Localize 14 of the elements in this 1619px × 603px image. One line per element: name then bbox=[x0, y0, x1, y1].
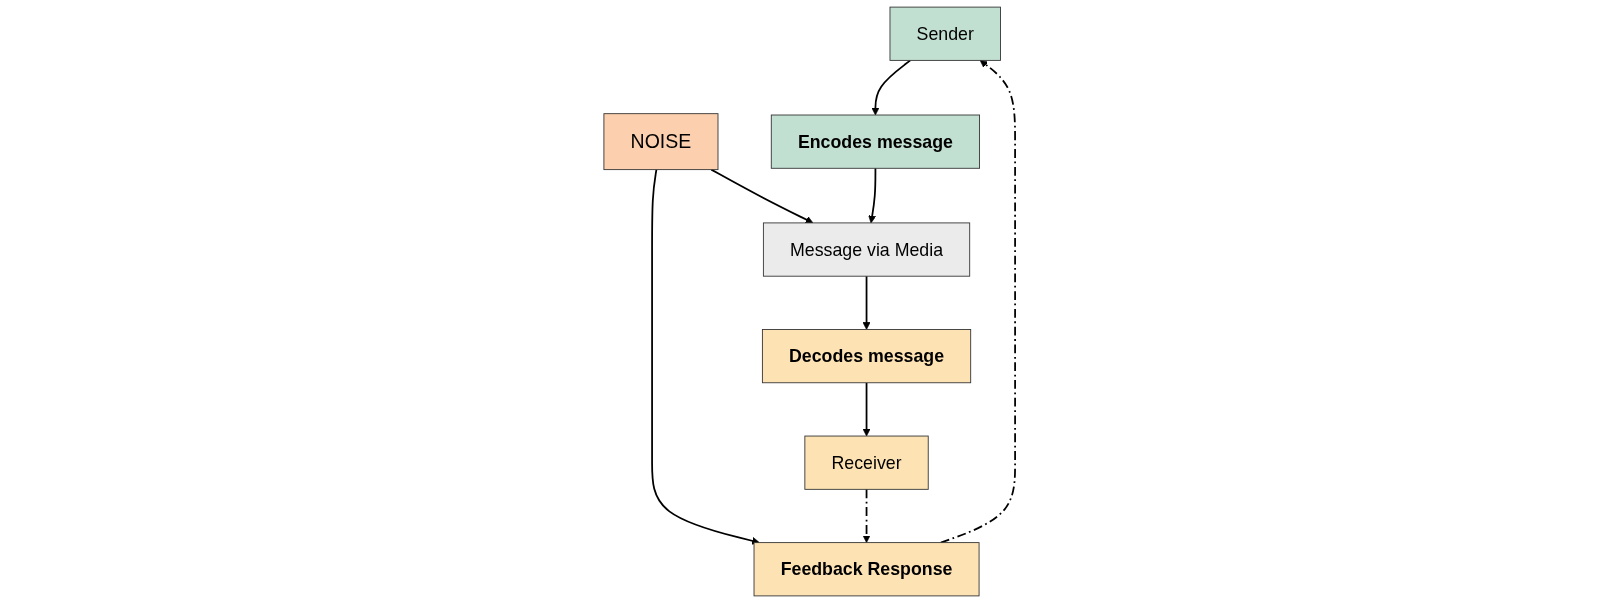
node-box: Encodes message bbox=[770, 114, 980, 169]
arrow bbox=[710, 168, 814, 224]
arrow bbox=[868, 167, 877, 224]
arrow bbox=[651, 168, 760, 545]
node-box: Sender bbox=[889, 6, 1001, 61]
arrow bbox=[871, 59, 912, 116]
node-box: Message via Media bbox=[762, 222, 971, 277]
arrow bbox=[862, 381, 871, 437]
node-box: Receiver bbox=[804, 435, 929, 490]
node-box: Decodes message bbox=[761, 329, 972, 384]
node-box: Feedback Response bbox=[753, 542, 980, 597]
arrow bbox=[862, 275, 871, 330]
arrow bbox=[862, 488, 871, 543]
node-box: NOISE bbox=[603, 113, 719, 171]
